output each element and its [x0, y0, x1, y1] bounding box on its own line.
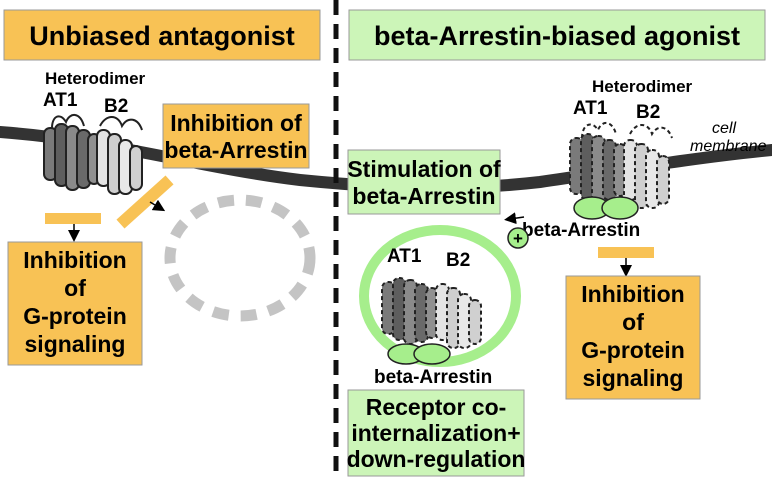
left-gprotein-line1: Inhibition [23, 247, 126, 273]
left-b2-label: B2 [104, 96, 128, 117]
right-gprotein-block-bar [598, 247, 654, 258]
right-title: beta-Arrestin-biased agonist [374, 21, 740, 51]
plus-symbol: + [513, 229, 523, 248]
right-gprotein-line4: signaling [583, 365, 684, 391]
right-stimulation-box [347, 149, 501, 215]
right-heterodimer-label: Heterodimer [592, 77, 693, 96]
vesicle-arrestin-label: beta-Arrestin [374, 367, 492, 388]
right-arrestin-label: beta-Arrestin [522, 220, 640, 241]
cell-membrane-label-2: membrane [690, 138, 767, 155]
right-b2-label: B2 [636, 102, 660, 123]
internalization-box [347, 389, 525, 477]
left-inhibition-arrestin-line1: Inhibition of [170, 110, 302, 136]
right-title-box [348, 9, 766, 61]
right-receptor-loops [581, 122, 673, 139]
left-receptor-loops [51, 114, 143, 131]
right-inhibition-gprotein-box [565, 275, 701, 400]
left-title: Unbiased antagonist [29, 21, 295, 51]
right-b2-receptor [623, 139, 670, 209]
right-gprotein-line2: of [622, 309, 644, 335]
vesicle-b2-receptor [435, 283, 482, 349]
left-heterodimer-label: Heterodimer [45, 69, 146, 88]
cell-membrane-label-1: cell [712, 120, 736, 137]
vesicle-arrestin-shape [387, 343, 451, 365]
left-inhibition-arrestin-box [162, 103, 310, 169]
left-inhibition-gprotein-box [7, 241, 143, 366]
left-gprotein-line3: G-protein [23, 303, 127, 329]
right-stimulation-line1: Stimulation of [347, 156, 501, 182]
vesicle-at1-label: AT1 [387, 246, 422, 267]
left-empty-vesicle [164, 194, 316, 322]
internalization-line1: Receptor co- [366, 394, 507, 420]
right-gprotein-line1: Inhibition [581, 281, 684, 307]
right-at1-label: AT1 [573, 98, 608, 119]
left-title-box [3, 9, 321, 61]
left-at1-label: AT1 [43, 90, 78, 111]
internalization-line2: internalization+ [351, 420, 520, 446]
left-gprotein-line4: signaling [25, 331, 126, 357]
right-at1-receptor [569, 133, 627, 205]
right-gprotein-line3: G-protein [581, 337, 685, 363]
vesicle-at1-receptor [381, 277, 439, 345]
vesicle-b2-label: B2 [446, 250, 470, 271]
right-stimulation-line2: beta-Arrestin [352, 183, 495, 209]
left-gprotein-block-bar [45, 213, 101, 224]
right-arrestin-shape [573, 196, 639, 220]
left-gprotein-line2: of [64, 275, 86, 301]
left-arrestin-block-bar [116, 175, 174, 229]
left-at1-receptor [43, 123, 101, 191]
left-arrestin-arrow [149, 199, 166, 212]
right-stimulation-arrow [504, 212, 525, 225]
internalization-line3: down-regulation [347, 446, 526, 472]
left-inhibition-arrestin-line2: beta-Arrestin [164, 137, 307, 163]
plus-circle [507, 227, 529, 249]
left-b2-receptor [96, 129, 143, 195]
